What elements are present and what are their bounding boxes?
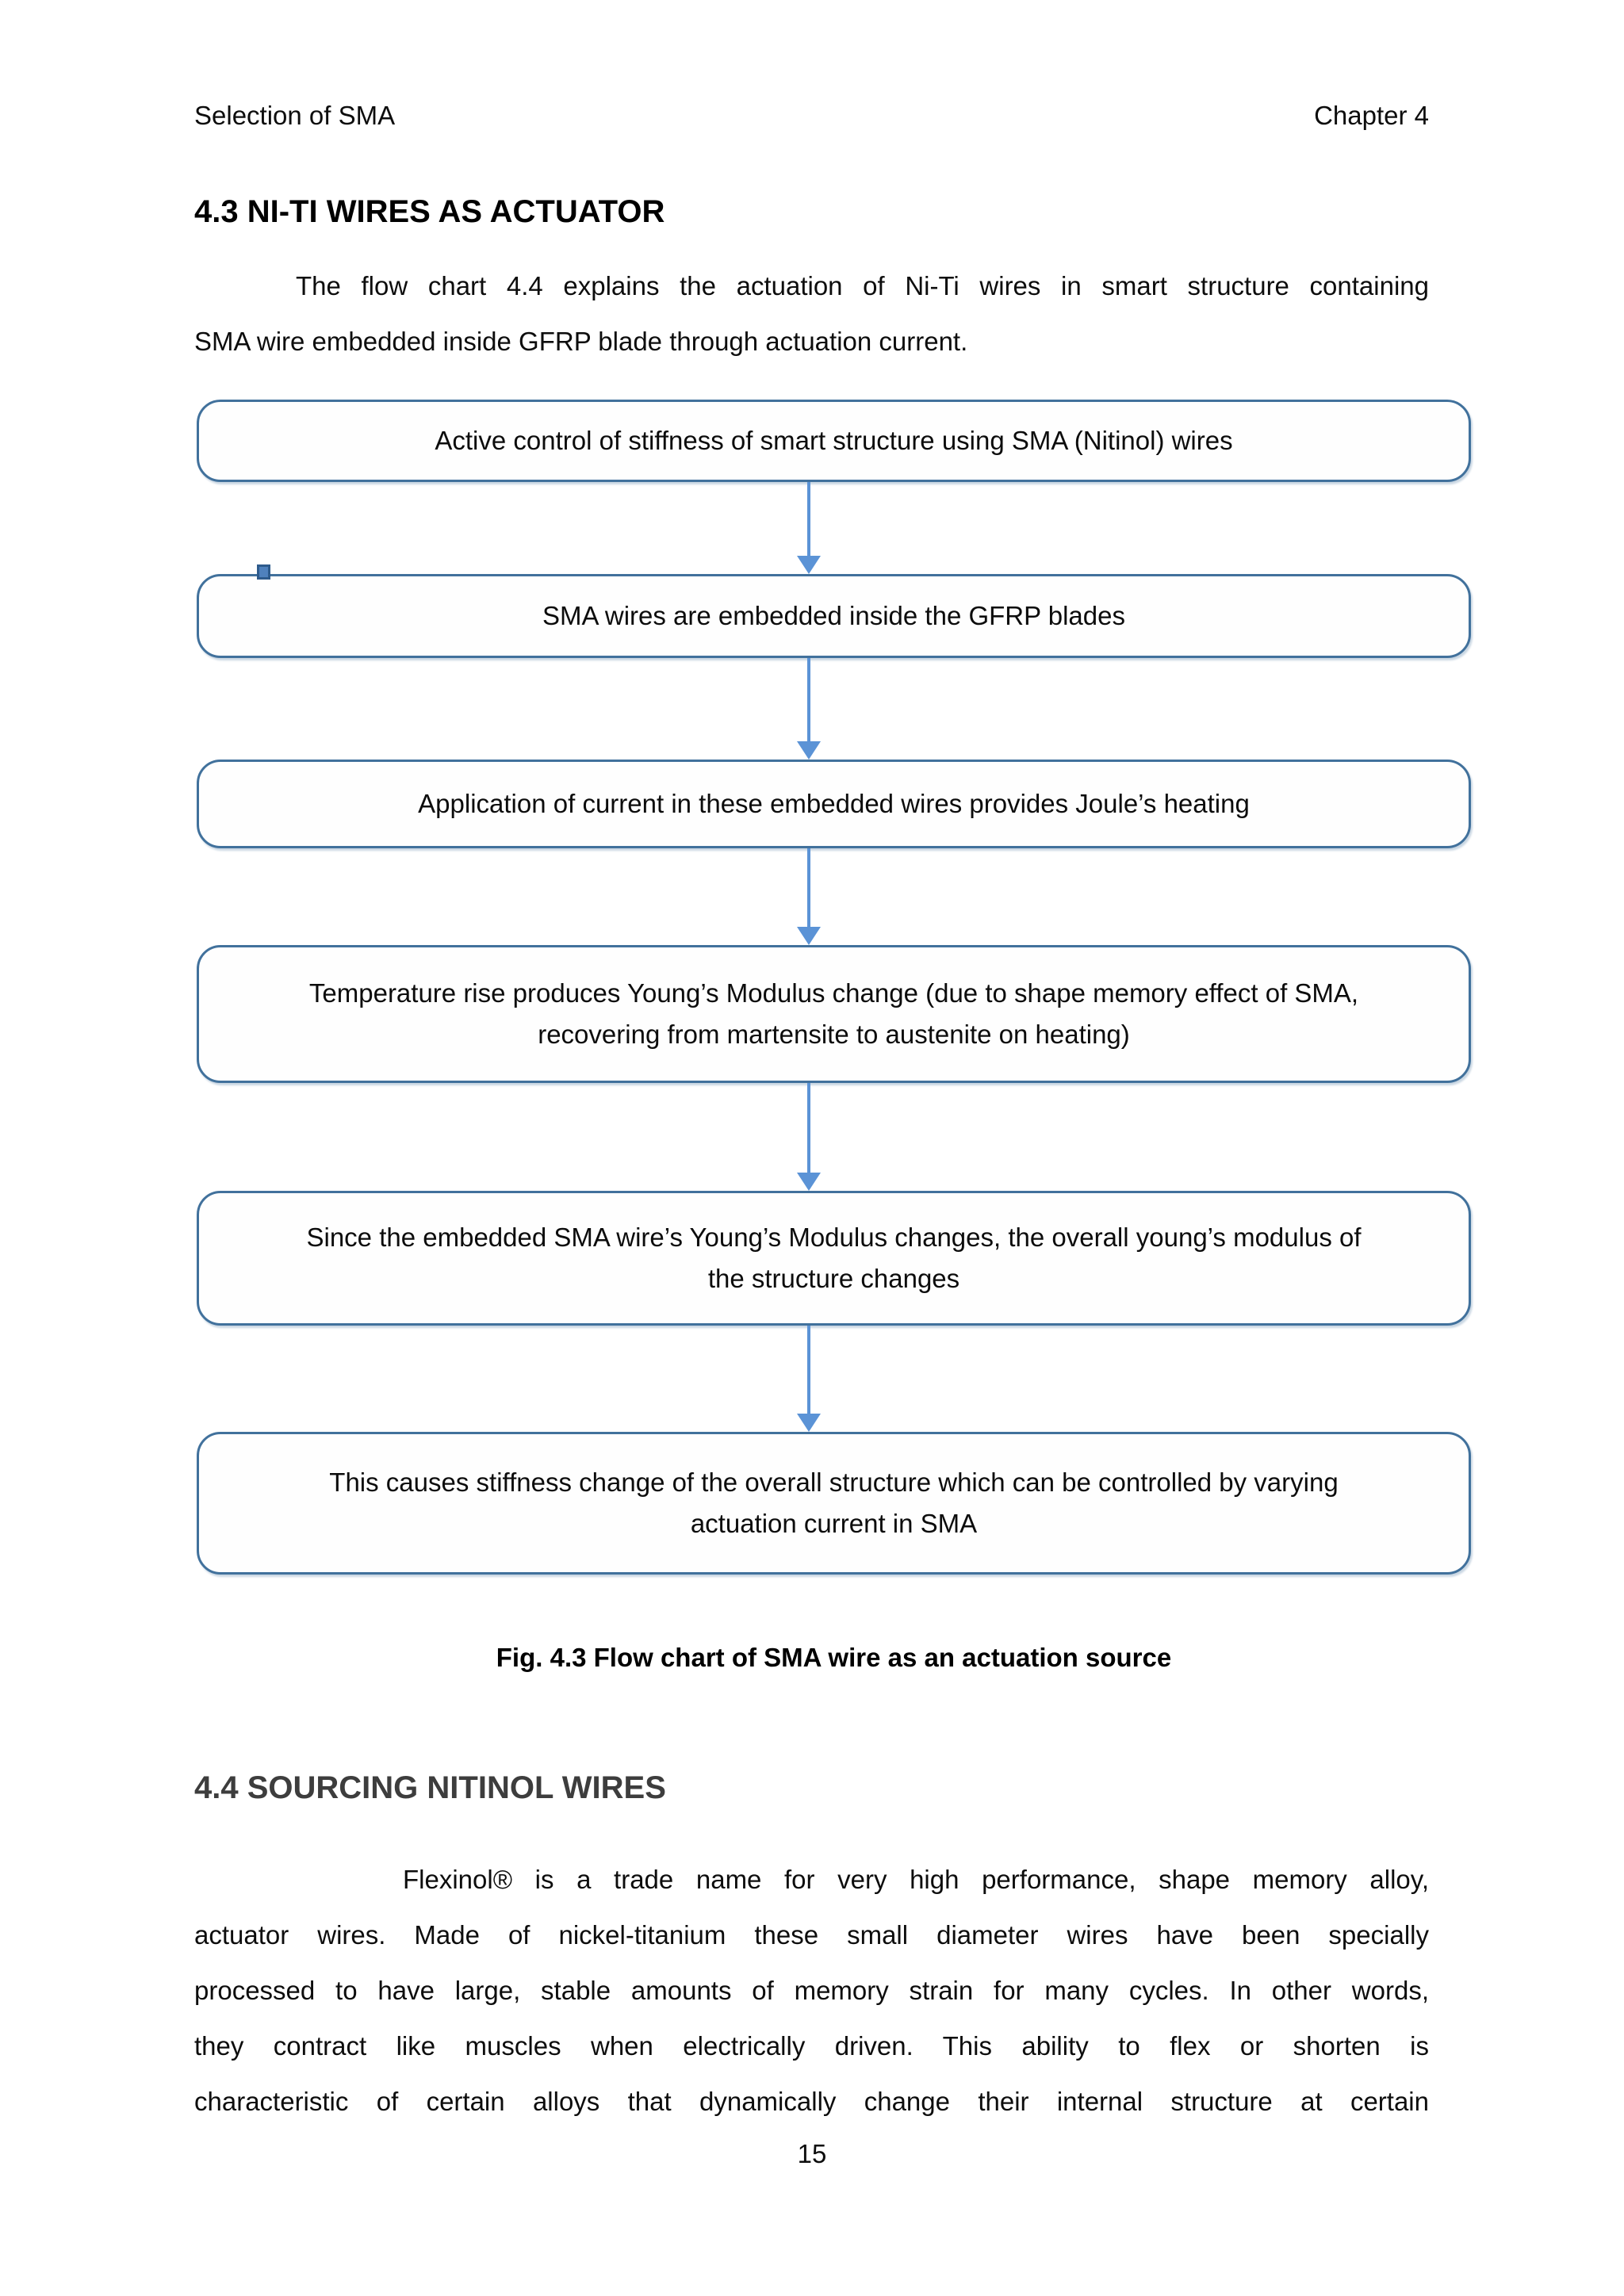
header-right-text: Chapter 4 <box>1314 101 1429 130</box>
arrow-stem <box>807 482 810 557</box>
arrow-head-icon <box>797 1414 821 1432</box>
flowchart-box-1: Active control of stiffness of smart str… <box>197 400 1471 482</box>
arrow-head-icon <box>797 1173 821 1191</box>
section-4-4-heading: 4.4 SOURCING NITINOL WIRES <box>194 1770 666 1805</box>
flowchart-box-text: Since the embedded SMA wire’s Young’s Mo… <box>306 1223 1362 1252</box>
arrow-head-icon <box>797 556 821 574</box>
paragraph-line: SMA wire embedded inside GFRP blade thro… <box>194 327 968 356</box>
page-number: 15 <box>797 2139 827 2168</box>
arrow-stem <box>807 658 810 742</box>
flow-arrow-4 <box>797 1083 821 1191</box>
figure-caption: Fig. 4.3 Flow chart of SMA wire as an ac… <box>496 1643 1172 1672</box>
flowchart-box-text: Application of current in these embedded… <box>418 789 1250 818</box>
anchor-handle-icon <box>257 564 270 580</box>
flowchart-box-text: the structure changes <box>707 1264 960 1293</box>
flowchart-box-5: Since the embedded SMA wire’s Young’s Mo… <box>197 1191 1471 1326</box>
arrow-stem <box>807 1326 810 1414</box>
paragraph-line: characteristic of certain alloys that dy… <box>194 2087 1429 2116</box>
paragraph-line: processed to have large, stable amounts … <box>194 1976 1429 2005</box>
flowchart-box-2: SMA wires are embedded inside the GFRP b… <box>197 574 1471 658</box>
section-4-3-paragraph: The flow chart 4.4 explains the actuatio… <box>194 258 1429 369</box>
flowchart-box-text: actuation current in SMA <box>690 1509 978 1538</box>
flowchart-box-text: recovering from martensite to austenite … <box>538 1020 1130 1049</box>
header-left-text: Selection of SMA <box>194 101 396 130</box>
flow-arrow-2 <box>797 658 821 760</box>
arrow-stem <box>807 1083 810 1173</box>
paragraph-line: The flow chart 4.4 explains the actuatio… <box>296 271 1429 300</box>
flowchart-box-6: This causes stiffness change of the over… <box>197 1432 1471 1575</box>
arrow-head-icon <box>797 927 821 945</box>
flowchart-box-text: SMA wires are embedded inside the GFRP b… <box>542 601 1125 630</box>
paragraph-line: they contract like muscles when electric… <box>194 2031 1429 2061</box>
flowchart-box-text: This causes stiffness change of the over… <box>329 1468 1339 1497</box>
section-4-4-paragraph: Flexinol® is a trade name for very high … <box>194 1852 1429 2130</box>
arrow-head-icon <box>797 741 821 760</box>
section-4-3-heading: 4.3 NI-TI WIRES AS ACTUATOR <box>194 194 665 229</box>
arrow-stem <box>807 848 810 928</box>
flowchart-box-4: Temperature rise produces Young’s Modulu… <box>197 945 1471 1083</box>
flowchart-box-text: Temperature rise produces Young’s Modulu… <box>308 978 1359 1008</box>
page-header: Selection of SMA Chapter 4 <box>194 100 1429 132</box>
flow-arrow-1 <box>797 482 821 574</box>
paragraph-line: actuator wires. Made of nickel-titanium … <box>194 1920 1429 1950</box>
flow-arrow-3 <box>797 848 821 945</box>
flowchart-box-3: Application of current in these embedded… <box>197 760 1471 848</box>
paragraph-line: Flexinol® is a trade name for very high … <box>403 1865 1429 1894</box>
flow-arrow-5 <box>797 1326 821 1432</box>
flowchart-box-text: Active control of stiffness of smart str… <box>435 426 1233 455</box>
